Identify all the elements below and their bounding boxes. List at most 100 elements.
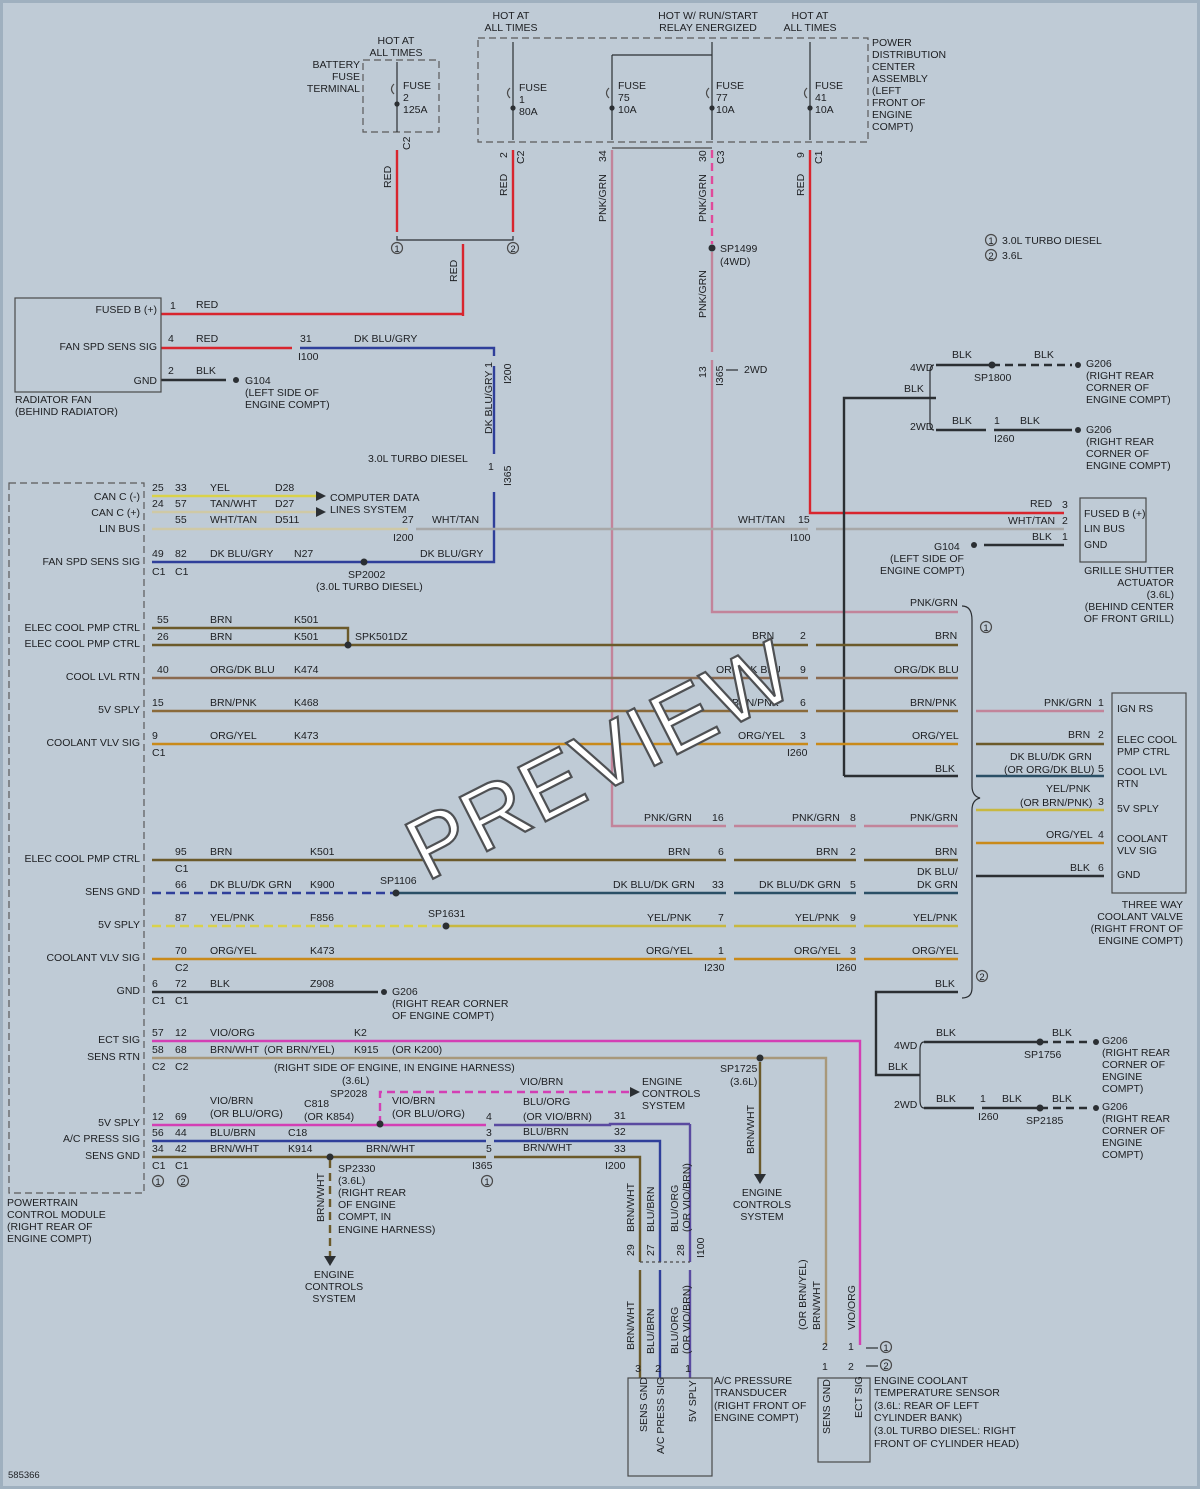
connector-label: I260 xyxy=(836,962,857,974)
option-marker: 2 xyxy=(979,972,984,983)
pin-number: 30 xyxy=(697,150,709,162)
component-name: POWERTRAIN xyxy=(7,1197,78,1209)
connector-label: I365 xyxy=(714,365,726,386)
pin-label: 5V SPLY xyxy=(98,1117,140,1129)
wires-lower: 57 12 VIO/ORG K2 VIO/ORG 58 68 C2 C2 BRN… xyxy=(151,1027,862,1378)
pin-number: 33 xyxy=(712,879,724,891)
pin-label: CAN C (+) xyxy=(91,507,140,519)
wire-color-label: BLU/ORG xyxy=(669,1307,681,1354)
circuit-id: K914 xyxy=(288,1143,313,1155)
pin-number: 2 xyxy=(848,1361,854,1373)
wire-color-label: DK BLU/DK GRN xyxy=(613,879,695,891)
wires-top: 1 2 RED RED RED RED RED 31 I100 DK BLU/G… xyxy=(152,147,1171,828)
pin-number: 5 xyxy=(1098,763,1104,775)
pin-number: 9 xyxy=(152,730,158,742)
pin-number: 3 xyxy=(1098,796,1104,808)
legend-marker: 1 xyxy=(988,236,993,247)
wire-color-label: BRN/WHT xyxy=(745,1104,757,1154)
connector-label: I365 xyxy=(472,1160,493,1172)
ground-label: (RIGHT REAR xyxy=(1086,436,1154,448)
fuse-label: 10A xyxy=(815,104,834,116)
wire-color-label: DK BLU/DK GRN xyxy=(210,879,292,891)
wire-color-label: PNK/GRN xyxy=(644,812,692,824)
wire-color-label: (OR BRN/YEL) xyxy=(264,1044,335,1056)
option-marker: 1 xyxy=(883,1343,888,1354)
wire-color-label: RED xyxy=(196,299,219,311)
component-name: CONTROL MODULE xyxy=(7,1209,106,1221)
wire-color-label: BRN xyxy=(210,614,232,626)
wire-color-label: (OR BLU/ORG) xyxy=(210,1108,283,1120)
bft-hot-label: HOT AT xyxy=(378,35,416,47)
wire-color-label: YEL/PNK xyxy=(210,912,254,924)
pin-number: 1 xyxy=(1098,697,1104,709)
option-marker: 1 xyxy=(983,623,988,634)
connector-label: C3 xyxy=(715,150,727,164)
pin-label: SENS RTN xyxy=(87,1051,140,1063)
wire-color-label: ORG/YEL xyxy=(912,945,959,957)
circuit-id: (OR K854) xyxy=(304,1111,354,1123)
wire-color-label: PNK/GRN xyxy=(597,174,609,222)
fuse-label: FUSE xyxy=(519,82,547,94)
connector-label: I200 xyxy=(605,1160,626,1172)
pin-number: 3 xyxy=(635,1363,641,1375)
circuit-id: K501 xyxy=(310,846,335,858)
component-name: RADIATOR FAN xyxy=(15,394,92,406)
circuit-id: K474 xyxy=(294,664,319,676)
pin-label: ECT SIG xyxy=(98,1034,140,1046)
splice-label: SP1756 xyxy=(1024,1049,1062,1061)
pin-number: 70 xyxy=(175,945,187,957)
pdc-name: DISTRIBUTION xyxy=(872,49,946,61)
pin-number: 2 xyxy=(498,152,510,158)
circuit-id: K501 xyxy=(294,631,319,643)
wire-color-label: BRN/WHT xyxy=(811,1280,823,1330)
wire-color-label: BRN/PNK xyxy=(910,697,957,709)
circuit-id: (OR K200) xyxy=(392,1044,442,1056)
pin-label: A/C PRESS SIG xyxy=(655,1377,667,1454)
ground-label: (RIGHT REAR xyxy=(1102,1113,1170,1125)
ground-label: ENGINE COMPT) xyxy=(880,565,965,577)
ground-label: COMPT) xyxy=(1102,1083,1143,1095)
connector-label: C1 xyxy=(152,1160,166,1172)
wire-color-label: RED xyxy=(498,173,510,196)
system-label: ENGINE xyxy=(742,1187,782,1199)
wire-color-label: BRN/WHT xyxy=(366,1143,416,1155)
wire-color-label: BRN/WHT xyxy=(210,1044,260,1056)
pin-number: 5 xyxy=(486,1143,492,1155)
ground-label: G206 xyxy=(1086,358,1112,370)
splice-label: OF ENGINE xyxy=(338,1199,396,1211)
component-name: A/C PRESSURE xyxy=(714,1375,792,1387)
wire-color-label: ORG/DK BLU xyxy=(210,664,275,676)
pdc-name: ASSEMBLY xyxy=(872,73,928,85)
component-name: ENGINE COMPT) xyxy=(7,1233,92,1245)
wire-color-label: BLK xyxy=(196,365,216,377)
pdc-hot-label: HOT AT xyxy=(792,10,830,22)
wire-color-label: WHT/TAN xyxy=(432,514,479,526)
wire-color-label: PNK/GRN xyxy=(697,270,709,318)
system-label: CONTROLS xyxy=(305,1281,363,1293)
pin-number: 49 xyxy=(152,548,164,560)
three-way-coolant-valve: PNK/GRN BRN DK BLU/DK GRN (OR ORG/DK BLU… xyxy=(976,692,1187,947)
pin-number: 32 xyxy=(614,1126,626,1138)
connector-label: C2 xyxy=(401,136,413,150)
pin-number: 87 xyxy=(175,912,187,924)
pdc-relay-label: RELAY ENERGIZED xyxy=(659,22,757,34)
wire-color-label: DK BLU/GRY 1 xyxy=(483,362,495,434)
splice-label: (3.0L TURBO DIESEL) xyxy=(316,581,423,593)
pin-number: 1 xyxy=(718,945,724,957)
component-name: (3.0L TURBO DIESEL: RIGHT xyxy=(874,1425,1016,1437)
pin-label: 5V SPLY xyxy=(1117,803,1159,815)
pin-number: 40 xyxy=(157,664,169,676)
wire-color-label: BLK xyxy=(888,1061,908,1073)
fuse-label: 41 xyxy=(815,92,827,104)
pin-number: 5 xyxy=(850,879,856,891)
wire-color-label: YEL/PNK xyxy=(1046,783,1090,795)
pin-number: 1 xyxy=(822,1361,828,1373)
splice-label: SP2185 xyxy=(1026,1115,1064,1127)
grille-shutter-actuator: FUSED B (+) LIN BUS GND GRILLE SHUTTER A… xyxy=(1079,497,1174,625)
ground-label: (LEFT SIDE OF xyxy=(890,553,964,565)
wire-color-label: BRN/WHT xyxy=(523,1142,573,1154)
circuit-id: D27 xyxy=(275,498,294,510)
wire-color-label: BLK xyxy=(952,349,972,361)
bft-name: FUSE xyxy=(332,71,360,83)
pin-number: 27 xyxy=(645,1244,657,1256)
